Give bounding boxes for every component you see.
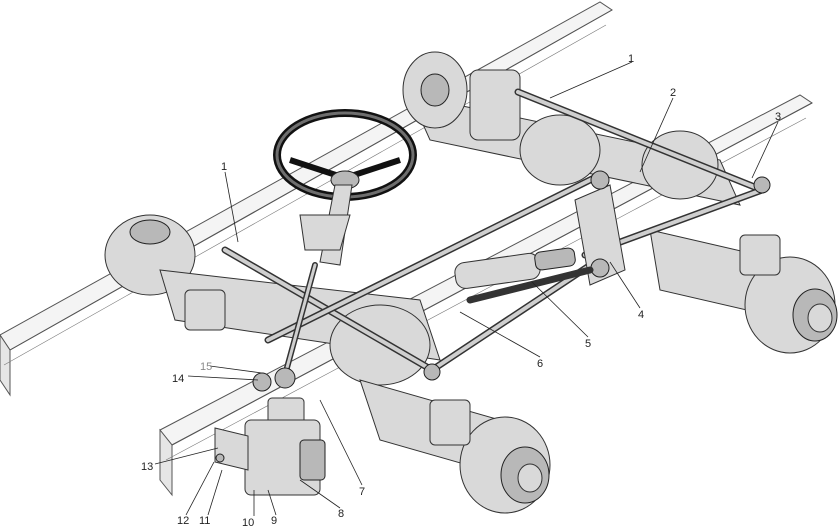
callout-14: 14 [172,373,184,385]
callout-9: 9 [271,515,277,527]
callout-5: 5 [585,338,591,350]
callout-1-front: 1 [221,161,227,173]
leader-lines [154,61,779,516]
callout-3: 3 [775,111,781,123]
front-wheel-hub [359,379,551,514]
bellcrank-lever [423,170,771,381]
power-cylinder [454,247,594,304]
right-wheel-hub [649,229,838,354]
callout-7: 7 [359,486,365,498]
callout-1-rear: 1 [628,53,634,65]
callout-11: 11 [199,515,210,527]
tie-rods [221,88,766,374]
callout-10: 10 [242,517,254,529]
callout-8: 8 [338,508,344,520]
steering-gear-box [214,397,326,496]
callout-13: 13 [141,461,153,473]
callout-12: 12 [177,515,189,527]
rear-axle [402,51,741,206]
callout-15: 15 [200,361,212,373]
middle-axle [104,214,441,386]
callout-labels: 1 1 2 3 4 5 6 7 8 9 10 11 12 13 14 15 [141,53,781,529]
callout-2: 2 [670,87,676,99]
callout-4: 4 [638,309,644,321]
callout-6: 6 [537,358,543,370]
steering-column [252,184,353,392]
